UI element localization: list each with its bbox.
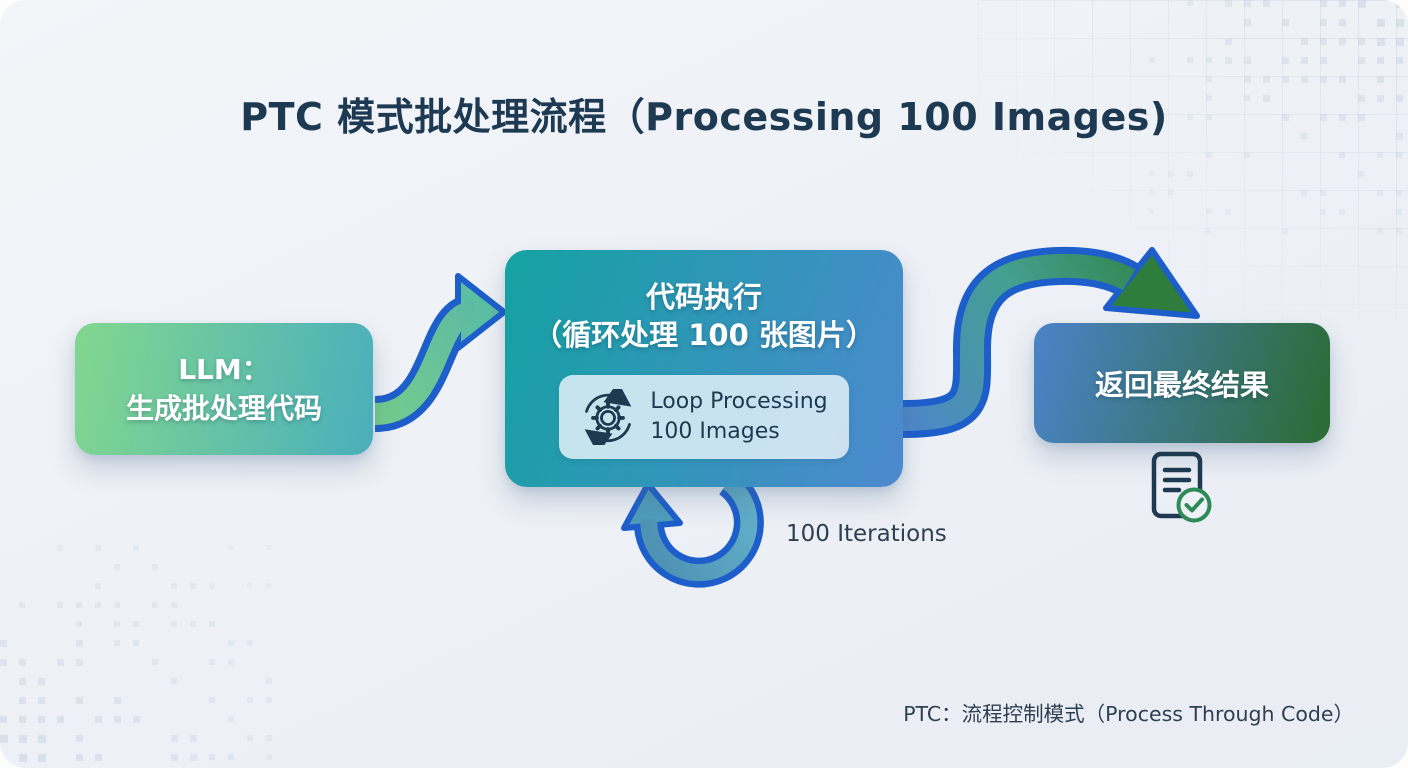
node-llm-line1: LLM： — [178, 352, 270, 386]
gear-sync-icon — [580, 381, 636, 454]
node-llm-line2: 生成批处理代码 — [125, 392, 322, 425]
node-execution-line1: 代码执行 — [645, 280, 762, 314]
node-result-label: 返回最终结果 — [1094, 368, 1269, 402]
badge-line2: 100 Images — [650, 418, 780, 444]
node-llm: LLM： 生成批处理代码 — [75, 323, 373, 455]
loop-iterations-label: 100 Iterations — [786, 521, 947, 547]
loop-processing-badge-text: Loop Processing 100 Images — [650, 387, 827, 446]
node-execution: 代码执行 （循环处理 100 张图片） — [505, 250, 903, 487]
node-execution-line2: （循环处理 100 张图片） — [533, 318, 875, 353]
node-result: 返回最终结果 — [1034, 323, 1330, 443]
loop-processing-badge: Loop Processing 100 Images — [559, 374, 849, 459]
arrow-llm-to-exec — [373, 273, 507, 432]
page-title: PTC 模式批处理流程（Processing 100 Images) — [240, 95, 1168, 139]
footer-note: PTC：流程控制模式（Process Through Code） — [903, 702, 1354, 726]
document-check-icon — [1146, 449, 1212, 529]
arrow-exec-to-result — [902, 246, 1200, 438]
badge-line1: Loop Processing — [650, 388, 828, 414]
loop-arrow — [621, 469, 764, 588]
